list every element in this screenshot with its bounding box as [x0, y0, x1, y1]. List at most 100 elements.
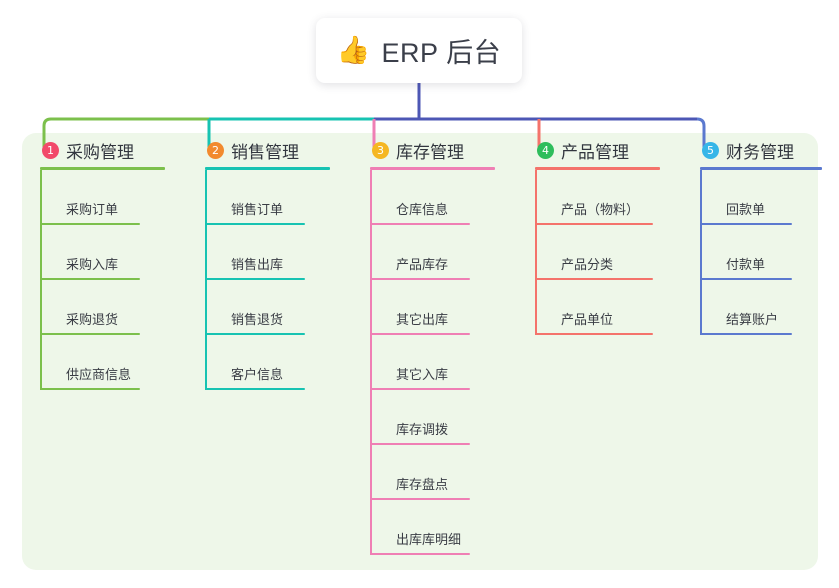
branch-badge-4: 4 — [537, 141, 554, 159]
branch-rule-5 — [700, 167, 822, 170]
list-item[interactable]: 仓库信息 — [370, 170, 517, 225]
list-item-label: 客户信息 — [231, 367, 284, 382]
list-item[interactable]: 出库库明细 — [370, 500, 517, 555]
list-item-rule — [535, 333, 653, 335]
list-item[interactable]: 供应商信息 — [40, 335, 187, 390]
branch-spine-2 — [205, 170, 207, 390]
branch-rule-3 — [370, 167, 495, 170]
list-item-rule — [370, 498, 470, 500]
branch-spine-5 — [700, 170, 702, 335]
branch-title-3: 库存管理 — [396, 142, 464, 162]
list-item-label: 销售订单 — [231, 202, 284, 217]
root-node[interactable]: 👍 ERP 后台 — [316, 18, 522, 83]
branch-title-1: 采购管理 — [66, 142, 134, 162]
list-item-rule — [370, 443, 470, 445]
list-item[interactable]: 结算账户 — [700, 280, 832, 335]
list-item-rule — [205, 388, 305, 390]
list-item[interactable]: 库存盘点 — [370, 445, 517, 500]
list-item[interactable]: 产品单位 — [535, 280, 682, 335]
branch-header-5[interactable]: 5 财务管理 — [682, 133, 832, 167]
list-item-label: 销售出库 — [231, 257, 284, 272]
list-item[interactable]: 采购订单 — [40, 170, 187, 225]
list-item-label: 结算账户 — [726, 312, 779, 327]
list-item-label: 销售退货 — [231, 312, 284, 327]
branch-items-1: 采购订单采购入库采购退货供应商信息 — [40, 170, 187, 390]
branch-badge-5: 5 — [702, 141, 719, 159]
branch-column-4: 4 产品管理产品（物料） 产品分类产品单位 — [517, 133, 682, 335]
list-item[interactable]: 销售出库 — [205, 225, 352, 280]
branch-spine-1 — [40, 170, 42, 390]
list-item[interactable]: 付款单 — [700, 225, 832, 280]
list-item-rule — [700, 223, 792, 225]
list-item-rule — [370, 553, 470, 555]
branch-badge-3: 3 — [372, 141, 389, 159]
branch-items-3: 仓库信息产品库存其它出库其它入库库存调拨库存盘点出库库明细 — [370, 170, 517, 555]
branch-badge-2: 2 — [207, 141, 224, 159]
list-item-rule — [370, 223, 470, 225]
list-item[interactable]: 库存调拨 — [370, 390, 517, 445]
branch-header-2[interactable]: 2 销售管理 — [187, 133, 352, 167]
branch-title-2: 销售管理 — [231, 142, 299, 162]
branch-items-5: 回款单付款单结算账户 — [700, 170, 832, 335]
list-item-label: 库存盘点 — [396, 477, 449, 492]
list-item[interactable]: 产品库存 — [370, 225, 517, 280]
list-item-rule — [700, 278, 792, 280]
branch-column-2: 2 销售管理销售订单销售出库销售退货客户信息 — [187, 133, 352, 390]
list-item-label: 产品分类 — [561, 257, 614, 272]
list-item[interactable]: 采购退货 — [40, 280, 187, 335]
list-item-rule — [700, 333, 792, 335]
branch-title-4: 产品管理 — [561, 142, 629, 162]
branch-column-3: 3 库存管理仓库信息产品库存其它出库其它入库库存调拨库存盘点出库库明细 — [352, 133, 517, 555]
branch-rule-1 — [40, 167, 165, 170]
list-item-label: 仓库信息 — [396, 202, 449, 217]
list-item[interactable]: 回款单 — [700, 170, 832, 225]
list-item-label: 采购订单 — [66, 202, 119, 217]
branch-rule-4 — [535, 167, 660, 170]
list-item-label: 付款单 — [726, 257, 766, 272]
branch-badge-1: 1 — [42, 141, 59, 159]
list-item-rule — [40, 333, 140, 335]
branch-spine-4 — [535, 170, 537, 335]
list-item-rule — [370, 278, 470, 280]
list-item-label: 产品（物料） — [561, 202, 640, 217]
list-item[interactable]: 其它出库 — [370, 280, 517, 335]
list-item-rule — [535, 278, 653, 280]
branch-spine-3 — [370, 170, 372, 555]
list-item[interactable]: 采购入库 — [40, 225, 187, 280]
list-item-label: 供应商信息 — [66, 367, 132, 382]
list-item-label: 库存调拨 — [396, 422, 449, 437]
list-item-label: 产品库存 — [396, 257, 449, 272]
branch-header-1[interactable]: 1 采购管理 — [22, 133, 187, 167]
list-item[interactable]: 其它入库 — [370, 335, 517, 390]
list-item-rule — [205, 333, 305, 335]
list-item-rule — [535, 223, 653, 225]
branch-items-2: 销售订单销售出库销售退货客户信息 — [205, 170, 352, 390]
list-item-rule — [205, 278, 305, 280]
list-item[interactable]: 销售退货 — [205, 280, 352, 335]
list-item-label: 回款单 — [726, 202, 766, 217]
list-item-label: 其它出库 — [396, 312, 449, 327]
list-item[interactable]: 产品（物料） — [535, 170, 682, 225]
list-item-label: 出库库明细 — [396, 532, 462, 547]
list-item-rule — [40, 223, 140, 225]
list-item[interactable]: 销售订单 — [205, 170, 352, 225]
list-item-rule — [370, 388, 470, 390]
branch-rule-2 — [205, 167, 330, 170]
branch-title-5: 财务管理 — [726, 142, 794, 162]
branch-panel — [22, 133, 818, 570]
list-item-rule — [370, 333, 470, 335]
list-item-label: 采购退货 — [66, 312, 119, 327]
branch-column-5: 5 财务管理回款单付款单结算账户 — [682, 133, 832, 335]
list-item-label: 采购入库 — [66, 257, 119, 272]
list-item-label: 其它入库 — [396, 367, 449, 382]
list-item[interactable]: 产品分类 — [535, 225, 682, 280]
list-item-rule — [40, 278, 140, 280]
branch-column-1: 1 采购管理采购订单采购入库采购退货供应商信息 — [22, 133, 187, 390]
branch-header-4[interactable]: 4 产品管理 — [517, 133, 682, 167]
list-item-label: 产品单位 — [561, 312, 614, 327]
list-item[interactable]: 客户信息 — [205, 335, 352, 390]
branch-items-4: 产品（物料） 产品分类产品单位 — [535, 170, 682, 335]
list-item-rule — [205, 223, 305, 225]
branch-header-3[interactable]: 3 库存管理 — [352, 133, 517, 167]
